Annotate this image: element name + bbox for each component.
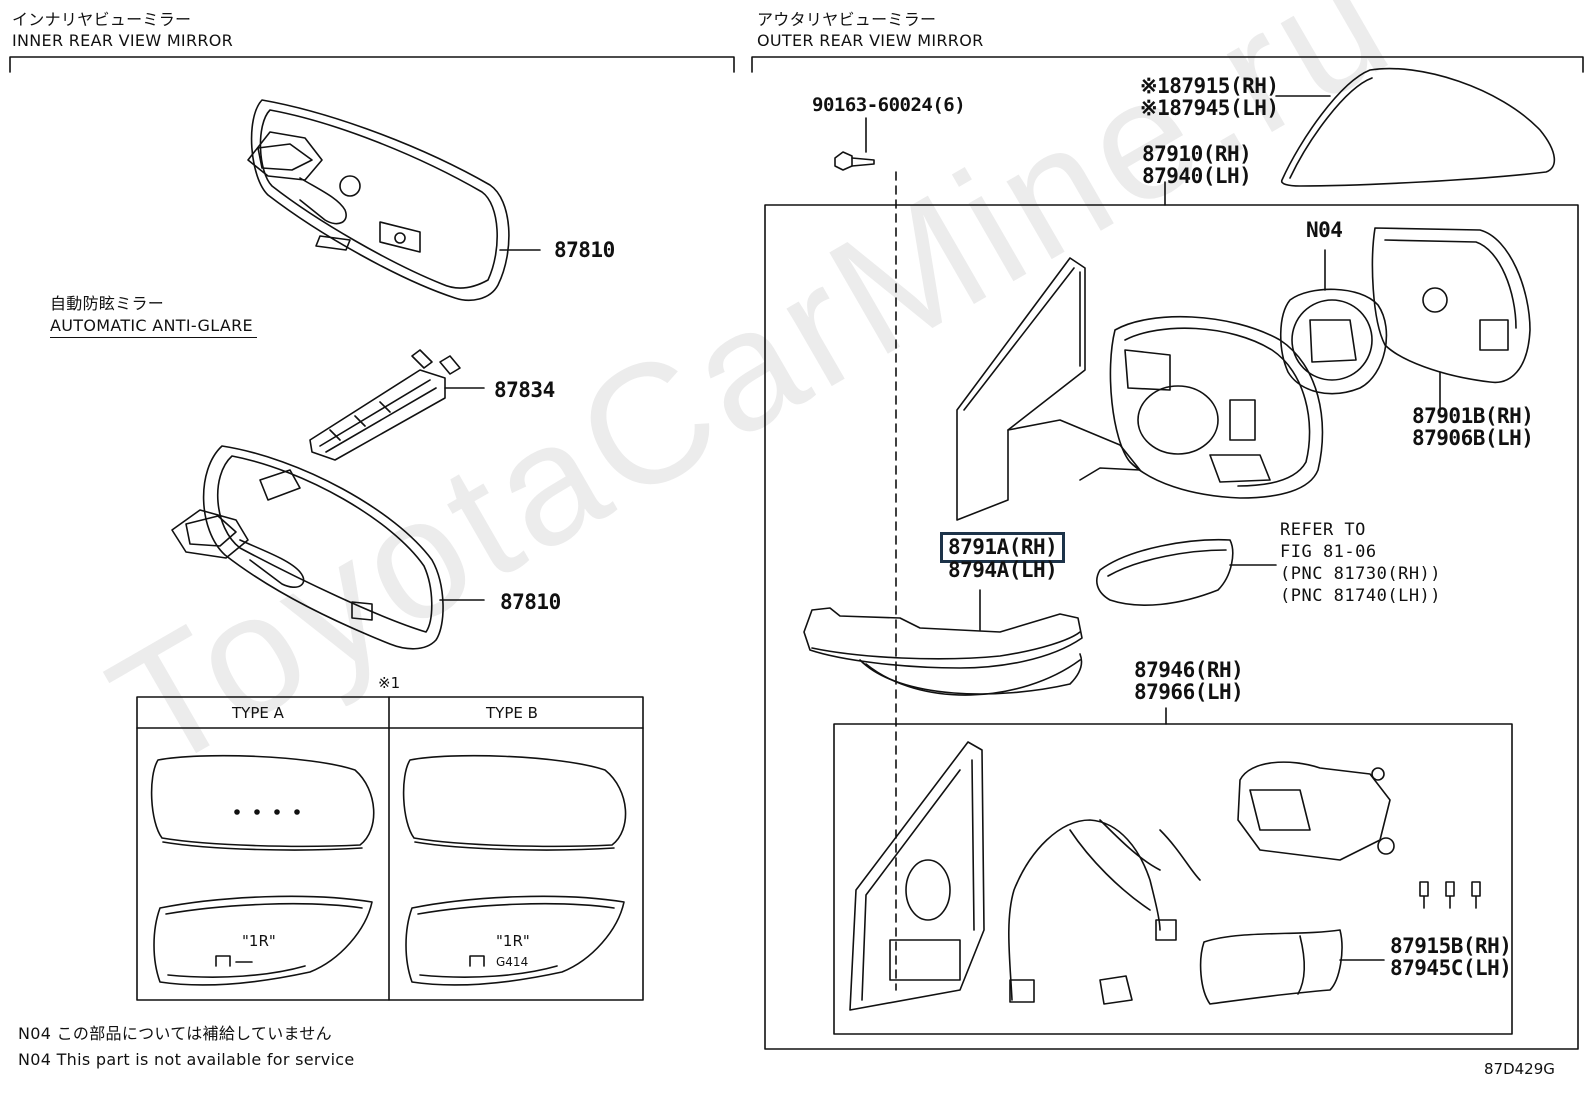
inset-table: [136, 696, 644, 1001]
part-assy-rh[interactable]: 87910(RH): [1142, 142, 1252, 166]
mirror-glass-holder: [1371, 227, 1531, 413]
turn-signal: [1096, 538, 1277, 606]
part-assy-lh[interactable]: 87940(LH): [1142, 164, 1252, 188]
refer-line-3: (PNC 81730(RH)): [1280, 564, 1442, 584]
part-selected-rh[interactable]: 8791A(RH): [940, 532, 1066, 563]
outer-section-bracket: [751, 56, 1584, 73]
mirror-base-gasket: [849, 741, 985, 1011]
sub-assembly-box: [833, 723, 1513, 1035]
mirror-base: [956, 257, 1141, 521]
anti-glare-en: AUTOMATIC ANTI-GLARE: [50, 318, 257, 338]
bolt-90163: [834, 117, 897, 991]
type-b-1r-label: "1R": [496, 932, 530, 950]
refer-line-1: REFER TO: [1280, 520, 1366, 540]
part-cover-rh[interactable]: ※187915(RH): [1140, 74, 1279, 98]
wire-harness: [1008, 819, 1201, 1005]
note-n04-en: N04 This part is not available for servi…: [18, 1050, 355, 1069]
part-cap-rh[interactable]: 87915B(RH): [1390, 934, 1512, 958]
anti-glare-jp: 自動防眩ミラー: [50, 294, 165, 313]
inner-mirror-top: [247, 99, 541, 301]
refer-line-2[interactable]: FIG 81-06: [1280, 542, 1377, 562]
type-b-code: G414: [496, 955, 529, 969]
part-cover-lh[interactable]: ※187945(LH): [1140, 96, 1279, 120]
part-sub-lh[interactable]: 87966(LH): [1134, 680, 1244, 704]
part-cap-lh[interactable]: 87945C(LH): [1390, 956, 1512, 980]
type-a-header: TYPE A: [232, 704, 284, 722]
screws: [1419, 881, 1481, 909]
note-n04-jp: N04 この部品については補給していません: [18, 1024, 332, 1043]
mirror-cover: [1275, 67, 1556, 187]
cap-87915b: [1199, 929, 1385, 1005]
part-selected-lh[interactable]: 8794A(LH): [948, 558, 1058, 582]
inset-mark: ※1: [378, 674, 401, 692]
refer-line-4: (PNC 81740(LH)): [1280, 586, 1442, 606]
inner-section-bracket: [9, 56, 735, 73]
bracket-87834: [309, 349, 485, 461]
lower-cover-8791a: [803, 589, 1083, 696]
inner-title-en: INNER REAR VIEW MIRROR: [12, 31, 234, 50]
figure-code: 87D429G: [1484, 1060, 1555, 1078]
outer-title-jp: アウタリヤビューミラー: [757, 10, 937, 29]
part-87810-bottom[interactable]: 87810: [500, 590, 561, 614]
type-a-1r-label: "1R": [242, 932, 276, 950]
inner-mirror-bottom: [171, 445, 485, 650]
outer-title-en: OUTER REAR VIEW MIRROR: [757, 31, 984, 50]
part-87810-top[interactable]: 87810: [554, 238, 615, 262]
mirror-housing: [1109, 315, 1324, 499]
inner-title-jp: インナリヤビューミラー: [12, 10, 192, 29]
part-n04[interactable]: N04: [1306, 218, 1343, 242]
part-bolt-90163[interactable]: 90163-60024(6): [812, 94, 966, 116]
mirror-actuator: [1237, 761, 1395, 861]
part-glass-rh[interactable]: 87901B(RH): [1412, 404, 1534, 428]
mirror-motor-n04: [1279, 249, 1388, 395]
part-glass-lh[interactable]: 87906B(LH): [1412, 426, 1534, 450]
type-b-header: TYPE B: [486, 704, 538, 722]
outer-assembly-box: [764, 204, 1579, 1050]
part-87834[interactable]: 87834: [494, 378, 555, 402]
part-sub-rh[interactable]: 87946(RH): [1134, 658, 1244, 682]
